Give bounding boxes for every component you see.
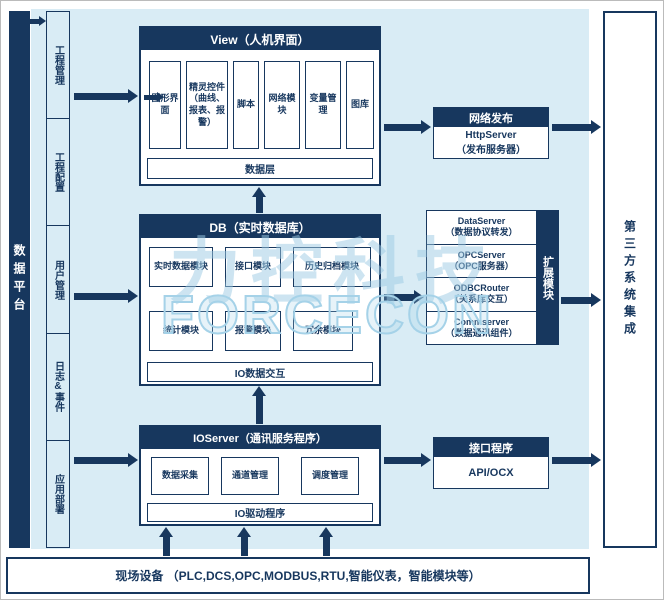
- ioserver-box: IOServer（通讯服务程序） 数据采集 通道管理 调度管理 IO驱动程序: [139, 425, 381, 526]
- arrow-db-to-view: [252, 187, 266, 213]
- third-party-integration-bar: 第三方系统集成: [603, 11, 657, 548]
- ioserver-box-title: IOServer（通讯服务程序）: [141, 427, 379, 449]
- field-devices-bar: 现场设备 （PLC,DCS,OPC,MODBUS,RTU,智能仪表，智能模块等）: [6, 557, 590, 594]
- arrow-ioserver-to-db: [252, 386, 266, 424]
- arrow-field-to-ioserver-2: [237, 527, 251, 556]
- extension-items: DataServer （数据协议转发） OPCServer （OPC服务器） O…: [426, 210, 537, 345]
- arrow-field-to-ioserver-1: [159, 527, 173, 556]
- ext-item-opcserver: OPCServer （OPC服务器）: [426, 243, 537, 278]
- module-network: 网络模块: [264, 61, 300, 149]
- module-redundancy: 冗余模块: [293, 311, 353, 351]
- interface-program-body: API/OCX: [468, 466, 514, 479]
- module-variable-management: 变量管理: [305, 61, 341, 149]
- module-data-acquisition: 数据采集: [151, 457, 209, 495]
- view-data-layer-bar: 数据层: [147, 158, 373, 179]
- network-publish-body: HttpServer （发布服务器）: [456, 129, 526, 156]
- module-channel-management: 通道管理: [221, 457, 279, 495]
- menu-item-user-management: 用户管理: [46, 225, 70, 334]
- data-platform-bar: 数据平台: [9, 11, 30, 548]
- view-box: View（人机界面） 图形界面 精灵控件（曲线、报表、报警） 脚本 网络模块 变…: [139, 26, 381, 186]
- db-box-title: DB（实时数据库）: [141, 216, 379, 238]
- arrow-field-to-ioserver-3: [319, 527, 333, 556]
- arrow-extension-to-thirdparty: [561, 293, 601, 307]
- network-publish-title: 网络发布: [434, 108, 548, 127]
- left-menu: 工程管理 工程配置 用户管理 日志&事件 应用部署: [46, 11, 70, 549]
- module-dispatch-management: 调度管理: [301, 457, 359, 495]
- arrow-menu-to-ioserver: [74, 453, 138, 467]
- module-graphics-ui: 图形界面: [149, 61, 181, 149]
- arrow-menu-to-view: [74, 89, 138, 103]
- arrow-view-to-publish: [384, 120, 431, 134]
- arrow-ioserver-to-interface: [384, 453, 431, 467]
- ioserver-driver-bar: IO驱动程序: [147, 503, 373, 522]
- arrow-publish-to-thirdparty: [552, 120, 601, 134]
- menu-item-project-management: 工程管理: [46, 11, 70, 120]
- network-publish-box: 网络发布 HttpServer （发布服务器）: [433, 107, 549, 159]
- ext-item-odbcrouter: ODBCRouter （关系库交互）: [426, 277, 537, 312]
- module-statistics: 统计模块: [149, 311, 213, 351]
- menu-item-project-config: 工程配置: [46, 118, 70, 227]
- module-gallery: 图库: [346, 61, 374, 149]
- menu-item-log-events: 日志&事件: [46, 332, 70, 441]
- module-script: 脚本: [233, 61, 259, 149]
- arrow-menu-to-db: [74, 289, 138, 303]
- arrow-platform-to-menu: [30, 15, 46, 27]
- ext-item-dataserver: DataServer （数据协议转发）: [426, 210, 537, 245]
- module-interface: 接口模块: [225, 247, 281, 287]
- menu-item-app-deploy: 应用部署: [46, 439, 70, 549]
- view-box-title: View（人机界面）: [141, 28, 379, 50]
- ext-item-commserver: Commserver （数据通讯组件）: [426, 310, 537, 345]
- module-realtime-data: 实时数据模块: [149, 247, 213, 287]
- module-sprite-controls: 精灵控件（曲线、报表、报警）: [186, 61, 228, 149]
- arrow-db-to-extension: [384, 290, 424, 304]
- arrow-interface-to-thirdparty: [552, 453, 601, 467]
- arrow-view-inner: [144, 91, 164, 103]
- interface-program-box: 接口程序 API/OCX: [433, 437, 549, 489]
- db-box: DB（实时数据库） 实时数据模块 接口模块 历史归档模块 统计模块 报警模块 冗…: [139, 214, 381, 386]
- interface-program-title: 接口程序: [434, 438, 548, 457]
- extension-modules-bar: 扩展模块: [536, 210, 559, 345]
- db-io-exchange-bar: IO数据交互: [147, 362, 373, 382]
- module-alarm: 报警模块: [225, 311, 281, 351]
- module-history-archive: 历史归档模块: [293, 247, 371, 287]
